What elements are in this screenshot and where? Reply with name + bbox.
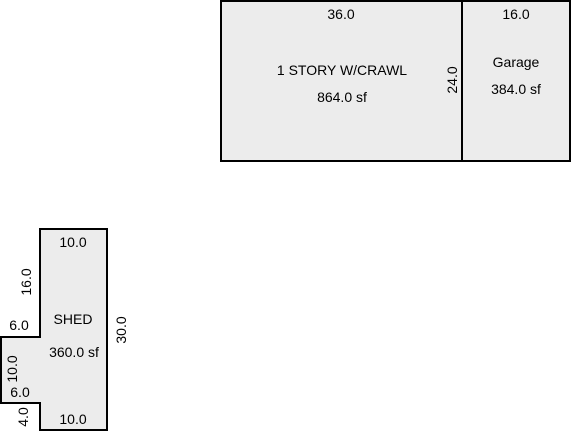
shed-right-dimension: 30.0 [113, 316, 129, 343]
house-side-dimension: 24.0 [444, 66, 460, 93]
house-area-value: 864.0 sf [317, 89, 367, 105]
garage-outline [461, 0, 571, 162]
garage-label: Garage [493, 54, 540, 70]
house-area[interactable]: 36.0 1 STORY W/CRAWL 864.0 sf 24.0 [220, 0, 463, 162]
house-label: 1 STORY W/CRAWL [277, 62, 407, 78]
garage-top-dimension: 16.0 [502, 6, 529, 22]
shed-left-lower-dimension: 4.0 [15, 407, 31, 427]
house-top-dimension: 36.0 [327, 6, 354, 22]
shed-notch-top-dimension: 6.0 [9, 317, 29, 333]
shed-left-upper-dimension: 16.0 [18, 268, 34, 295]
shed-top-dimension: 10.0 [59, 234, 86, 250]
shed-bottom-dimension: 10.0 [59, 411, 86, 427]
shed-area[interactable]: 10.0 SHED 360.0 sf 10.0 30.0 16.0 6.0 10… [0, 228, 129, 431]
garage-area[interactable]: 16.0 Garage 384.0 sf [461, 0, 571, 162]
shed-notch-side-dimension: 10.0 [4, 355, 20, 382]
shed-notch-bottom-dimension: 6.0 [10, 384, 30, 400]
garage-area-value: 384.0 sf [491, 81, 541, 97]
shed-area-value: 360.0 sf [49, 344, 99, 360]
house-outline [220, 0, 463, 162]
shed-label: SHED [54, 311, 93, 327]
shed-outline [0, 228, 108, 431]
